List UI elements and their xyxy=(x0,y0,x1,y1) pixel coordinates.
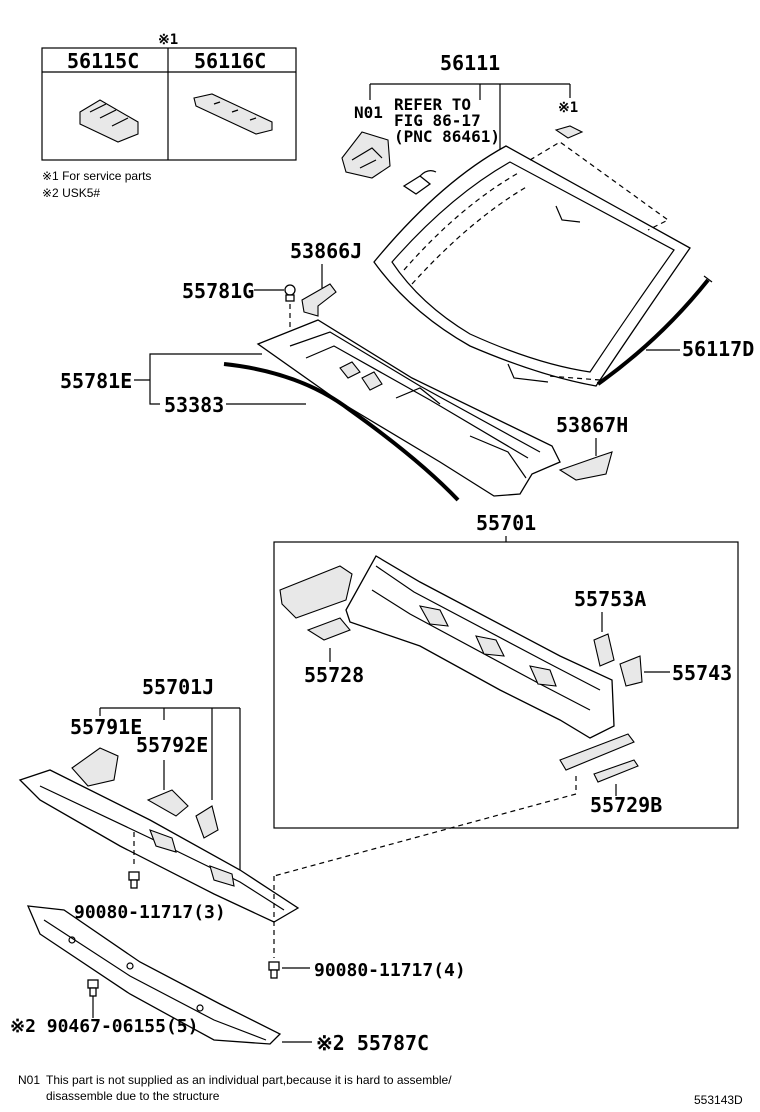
cowl-panel-55701J xyxy=(18,769,300,923)
note-usk5: ※2 USK5# xyxy=(42,186,100,200)
label-53866J: 53866J xyxy=(290,239,362,263)
part-56116C-sketch xyxy=(193,93,273,135)
label-55728: 55728 xyxy=(304,663,364,687)
windshield-group: 56111 N01 REFER TO FIG 86-17 (PNC 86461)… xyxy=(341,51,754,387)
label-clip-5: ※2 90467-06155(5) xyxy=(10,1016,198,1037)
table-col-56116C: 56116C xyxy=(194,49,266,73)
part-55728 xyxy=(306,617,351,641)
cover-part-mark1 xyxy=(554,125,584,139)
part-bracket-small xyxy=(195,805,219,839)
clip-90467 xyxy=(87,979,99,997)
label-53867H: 53867H xyxy=(556,413,628,437)
bolt-90080-3 xyxy=(128,871,140,889)
part-55743 xyxy=(619,655,643,687)
label-55792E: 55792E xyxy=(136,733,208,757)
clip-55781G xyxy=(284,284,296,302)
label-55787C: ※2 55787C xyxy=(316,1031,429,1055)
mirror-bracket-N01 xyxy=(341,131,391,179)
part-53867H xyxy=(558,451,613,481)
label-55791E: 55791E xyxy=(70,715,142,739)
rain-sensor-part xyxy=(402,170,437,195)
label-56111: 56111 xyxy=(440,51,500,75)
cowl-top-group: 53866J 55781G 55781E 53383 53867H xyxy=(60,239,628,502)
label-55701: 55701 xyxy=(476,511,536,535)
panel-55701-group: 55701 55728 55753A 55743 55729B xyxy=(273,511,739,877)
label-refer-1: REFER TO xyxy=(394,95,471,114)
cowl-top-panel xyxy=(256,319,561,497)
label-55743: 55743 xyxy=(672,661,732,685)
label-55781E: 55781E xyxy=(60,369,132,393)
panel-55701J-group: 55701J 55791E 55792E 90080-11717(3) 9008… xyxy=(18,675,466,981)
note-N01-code: N01 xyxy=(18,1073,40,1087)
note-N01-line2: disassemble due to the structure xyxy=(46,1089,220,1103)
part-53866J xyxy=(301,283,337,317)
label-56117D: 56117D xyxy=(682,337,754,361)
part-55791E xyxy=(71,747,119,787)
label-refer-2: FIG 86-17 xyxy=(394,111,481,130)
footer-notes: N01 This part is not supplied as an indi… xyxy=(18,1073,743,1107)
label-bolt-3: 90080-11717(3) xyxy=(74,902,226,923)
part-56115C-sketch xyxy=(79,99,139,143)
figure-id: 553143D xyxy=(694,1093,743,1107)
table-header-mark: ※1 xyxy=(158,32,178,48)
note-N01-line1: This part is not supplied as an individu… xyxy=(46,1073,452,1087)
note-service-parts: ※1 For service parts xyxy=(42,169,151,183)
label-bolt-4: 90080-11717(4) xyxy=(314,960,466,981)
service-parts-table: ※1 56115C 56116C ※1 For service parts ※2… xyxy=(41,32,297,200)
label-N01: N01 xyxy=(354,103,383,122)
cowl-louver-55787C xyxy=(26,905,282,1045)
seal-53383 xyxy=(223,362,460,502)
moulding-56117D xyxy=(596,275,713,386)
label-55729B: 55729B xyxy=(590,793,662,817)
part-55753A xyxy=(593,633,615,667)
label-mark-1: ※1 xyxy=(558,100,578,116)
panel-55787C-group: ※2 90467-06155(5) ※2 55787C xyxy=(10,905,429,1055)
part-55729B xyxy=(559,733,639,783)
label-refer-3: (PNC 86461) xyxy=(394,127,500,146)
bracket-left-upper xyxy=(279,565,353,619)
cowl-panel-55701 xyxy=(345,555,615,739)
part-55792E xyxy=(146,789,189,817)
label-55753A: 55753A xyxy=(574,587,646,611)
windshield-glass xyxy=(373,141,691,387)
table-col-56115C: 56115C xyxy=(67,49,139,73)
label-53383: 53383 xyxy=(164,393,224,417)
panel-55701-box xyxy=(273,541,739,829)
label-55781G: 55781G xyxy=(182,279,254,303)
bolt-90080-4 xyxy=(268,961,280,979)
label-55701J: 55701J xyxy=(142,675,214,699)
